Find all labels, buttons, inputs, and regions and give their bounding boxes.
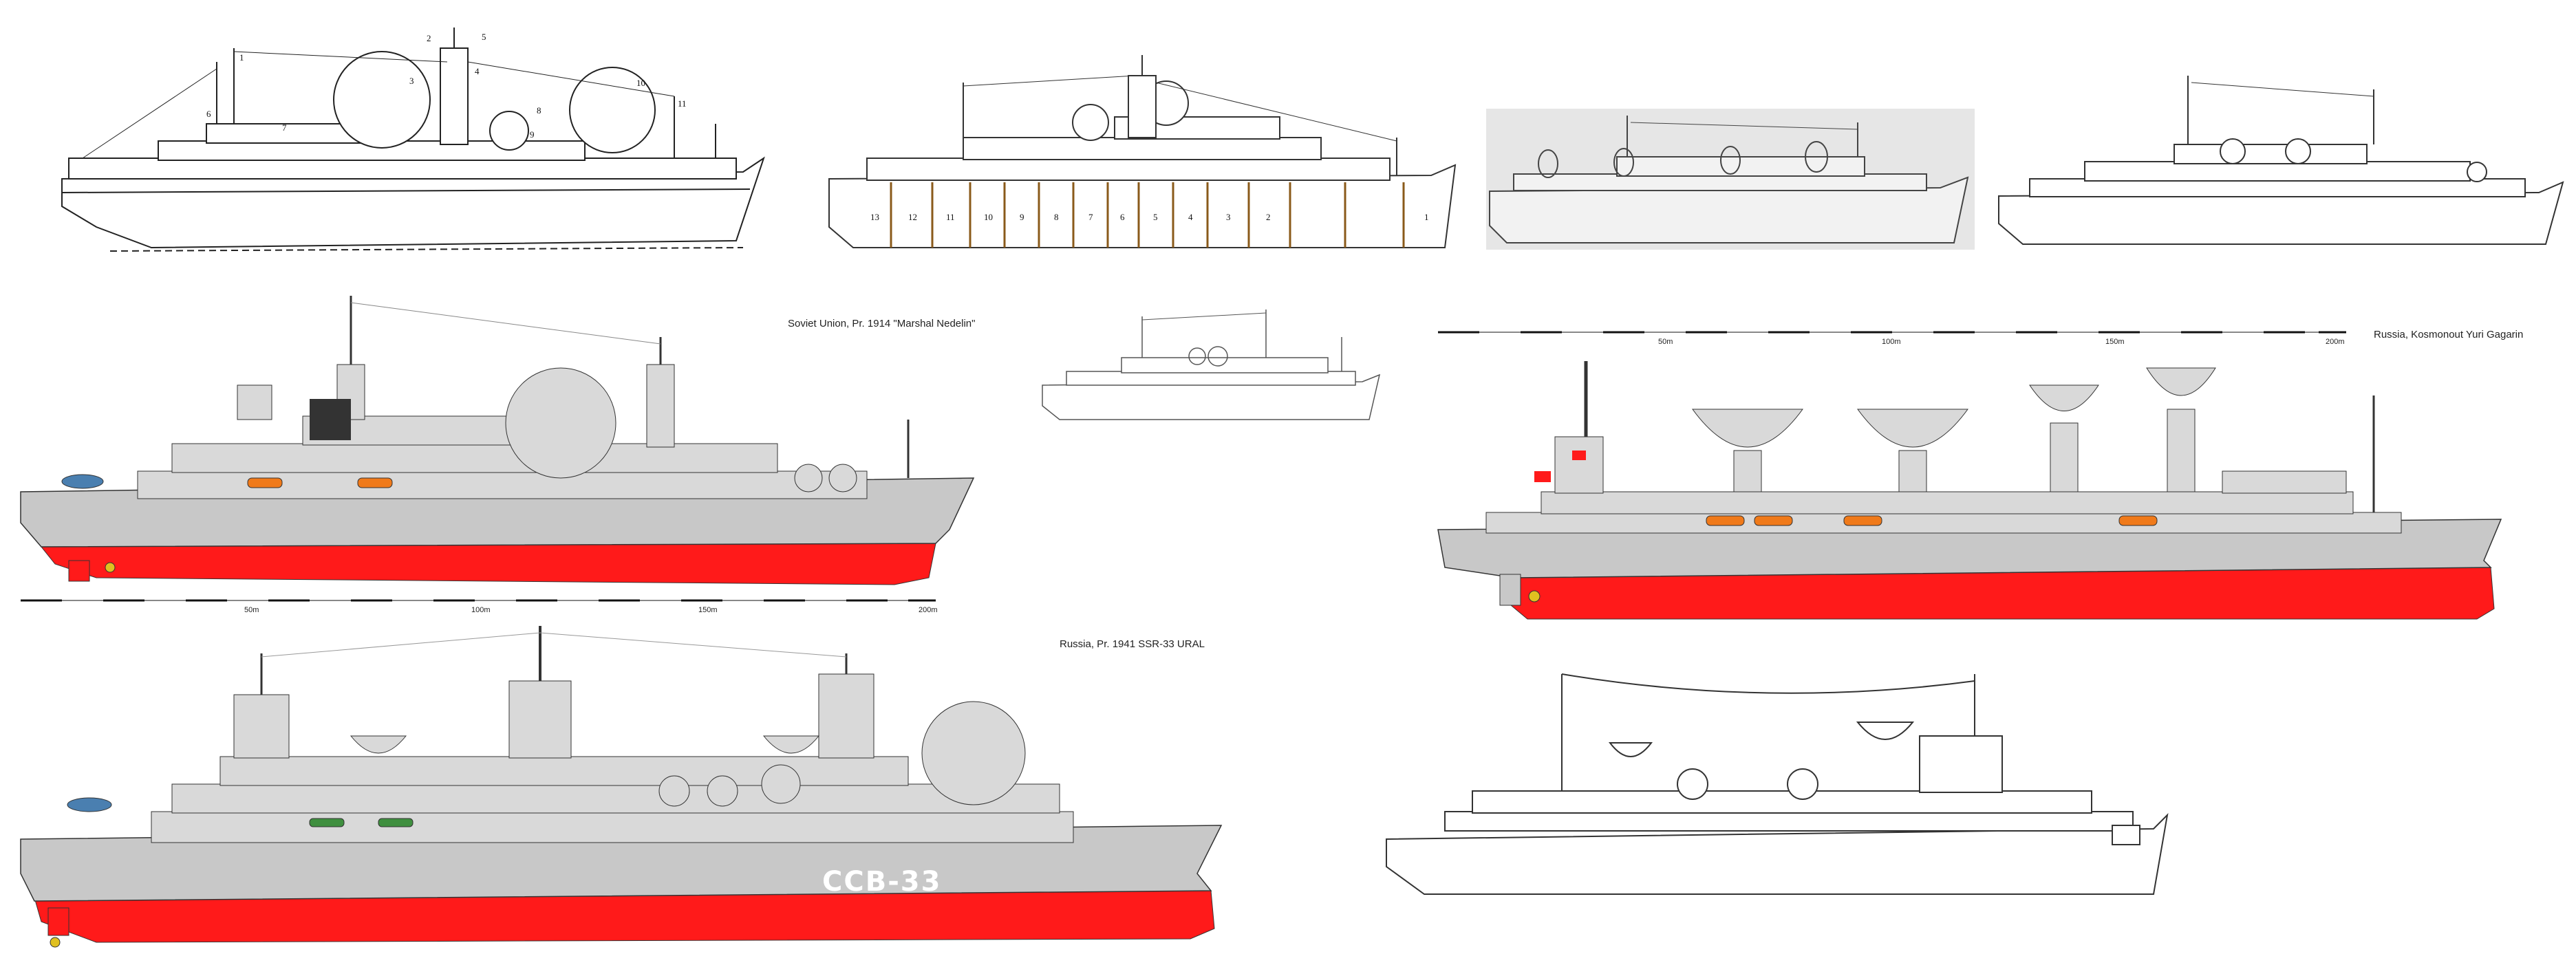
compartment-label: 1 <box>1424 212 1429 222</box>
sketch1-label: 4 <box>475 66 480 76</box>
gagarin-dish-1 <box>1692 409 1803 492</box>
sketch-scanned-profile-svg <box>1489 116 1969 243</box>
sketch1-label: 5 <box>482 32 486 42</box>
sketch1-label: 8 <box>537 105 541 116</box>
compartment-label: 5 <box>1153 212 1158 222</box>
sketch1-label: 6 <box>206 109 211 119</box>
compartment-label: 9 <box>1020 212 1024 222</box>
sketch-numbered-profile: 1 2 3 4 5 6 7 8 9 10 11 <box>55 21 771 254</box>
sketch-scanned-profile <box>1486 109 1975 250</box>
sketch-small-profile <box>1039 303 1383 426</box>
scale-tick: 50m <box>244 606 259 614</box>
caption-nedelin: Soviet Union, Pr. 1914 "Marshal Nedelin" <box>788 318 976 329</box>
scale-bar-nedelin-svg: 50m 100m 150m 200m <box>21 599 938 614</box>
compartment-label: 7 <box>1088 212 1093 222</box>
sketch1-label: 11 <box>678 98 687 109</box>
sketch-numbered-profile-svg: 1 2 3 4 5 6 7 8 9 10 11 <box>61 28 765 252</box>
compartment-label: 3 <box>1226 212 1231 222</box>
gagarin-hull-grey <box>1437 519 2502 578</box>
compartment-label: 4 <box>1188 212 1193 222</box>
sketch1-label: 2 <box>427 33 431 43</box>
nedelin-hull-red <box>40 543 936 585</box>
compartment-label: 11 <box>946 212 955 222</box>
caption-gagarin: Russia, Kosmonout Yuri Gagarin <box>2374 329 2524 340</box>
compartment-label: 2 <box>1266 212 1271 222</box>
scale-tick: 100m <box>471 606 491 614</box>
scale-bar-nedelin: 50m 100m 150m 200m <box>21 597 943 618</box>
ship-marshal-nedelin <box>14 289 977 612</box>
sketch1-label: 9 <box>530 129 535 140</box>
sketch-compartment-profile-svg: 13 12 11 10 9 8 7 6 5 4 3 2 1 <box>828 55 1457 248</box>
scale-tick: 200m <box>919 606 938 614</box>
nedelin-radome <box>505 367 616 479</box>
ural-radome <box>921 701 1026 805</box>
sketch-small-profile-svg <box>1042 310 1381 420</box>
compartment-label: 8 <box>1054 212 1059 222</box>
compartment-label: 13 <box>870 212 879 222</box>
sketch-right-profile <box>1995 69 2566 248</box>
hull-marking: ССВ-33 <box>822 866 941 898</box>
scale-tick: 150m <box>698 606 718 614</box>
scale-bar-gagarin-svg: 50m 100m 150m 200m <box>1438 331 2346 346</box>
sketch1-label: 7 <box>282 122 287 133</box>
scale-tick: 50m <box>1658 338 1673 346</box>
compartment-label: 10 <box>984 212 993 222</box>
scale-tick: 200m <box>2326 338 2345 346</box>
sketch-right-profile-svg <box>1998 76 2564 245</box>
ship-marshal-nedelin-svg <box>20 296 975 585</box>
sketch-bottom-right-profile <box>1383 667 2174 901</box>
gagarin-dish-2 <box>1857 409 1968 492</box>
scale-tick: 150m <box>2105 338 2125 346</box>
sketch-compartment-profile: 13 12 11 10 9 8 7 6 5 4 3 2 1 <box>826 41 1459 254</box>
caption-ural: Russia, Pr. 1941 SSR-33 URAL <box>1060 638 1205 650</box>
ural-hull-grey <box>20 825 1223 902</box>
ship-gagarin-svg <box>1437 361 2502 620</box>
gagarin-dish-3 <box>2029 384 2099 492</box>
sketch1-label: 3 <box>409 76 414 86</box>
gagarin-dish-4 <box>2146 367 2216 492</box>
sketch1-label: 10 <box>636 78 645 88</box>
scale-bar-gagarin: 50m 100m 150m 200m <box>1438 329 2353 349</box>
sketch-bottom-right-profile-svg <box>1386 673 2169 895</box>
scale-tick: 100m <box>1882 338 1901 346</box>
compartment-label: 6 <box>1120 212 1125 222</box>
ship-kosmonavt-yuri-gagarin <box>1431 347 2504 629</box>
compartment-bulkheads <box>890 182 1405 248</box>
sketch1-label: 1 <box>239 52 244 63</box>
ship-ural-svg: ССВ-33 <box>20 626 1223 948</box>
compartment-label: 12 <box>908 212 917 222</box>
ship-ssv-33-ural: ССВ-33 <box>14 619 1232 959</box>
